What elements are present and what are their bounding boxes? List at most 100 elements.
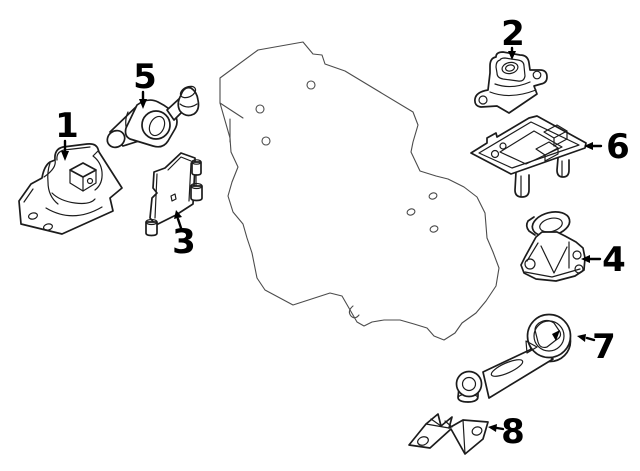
callout-7-arrow bbox=[585, 336, 596, 342]
detail-line bbox=[444, 420, 453, 428]
part-5-ring bbox=[141, 110, 171, 140]
part-1-silhouette bbox=[18, 143, 123, 235]
stub-cap bbox=[191, 159, 202, 165]
detail-line bbox=[188, 162, 192, 202]
callout-2-label: 2 bbox=[501, 14, 525, 54]
bolt-hole bbox=[406, 208, 416, 216]
detail-line bbox=[425, 423, 450, 429]
bracket-hole bbox=[417, 436, 429, 446]
detail-line bbox=[69, 169, 84, 192]
part-2-core bbox=[501, 61, 519, 75]
part-2-top-ring bbox=[495, 57, 526, 82]
callout-3-arrow bbox=[176, 217, 183, 230]
callout-3: 3 bbox=[172, 210, 196, 262]
detail-line bbox=[92, 150, 103, 191]
rotor-notch bbox=[552, 330, 560, 341]
detail-line bbox=[489, 89, 537, 97]
callout-7-label: 7 bbox=[592, 327, 616, 367]
bolt-hole bbox=[306, 80, 316, 90]
part-5-torque-rod-insulator bbox=[106, 85, 200, 149]
part-7-torque-rod bbox=[455, 313, 572, 403]
detail-line bbox=[430, 418, 442, 427]
engine-outline-path bbox=[219, 41, 500, 341]
plate-slot bbox=[170, 193, 177, 202]
ear-hole bbox=[478, 95, 488, 105]
part-6-inner-rim bbox=[478, 121, 580, 169]
callout-2: 2 bbox=[501, 14, 525, 60]
bolt-hole bbox=[255, 104, 265, 114]
detail-line bbox=[82, 169, 97, 192]
part-7-rotor bbox=[534, 319, 562, 349]
detail-line bbox=[179, 103, 198, 108]
part-2-core-bore bbox=[504, 64, 516, 72]
stud-hole bbox=[86, 177, 94, 185]
rim-hole bbox=[499, 142, 507, 150]
bracket-hole bbox=[572, 250, 582, 260]
callout-4: 4 bbox=[581, 240, 626, 280]
detail-line bbox=[462, 419, 466, 455]
detail-line bbox=[45, 206, 103, 217]
part-7-arm-slot bbox=[490, 359, 524, 377]
callout-1: 1 bbox=[55, 106, 79, 161]
fishtail-joint bbox=[525, 340, 538, 354]
detail-line bbox=[167, 156, 192, 171]
callout-7: 7 bbox=[577, 327, 616, 367]
part-5-ring-bore bbox=[148, 115, 166, 137]
part-1-engine-mount bbox=[18, 143, 123, 235]
part-3-stub bbox=[190, 185, 203, 202]
bolt-hole bbox=[429, 225, 439, 233]
callout-8-arrow bbox=[495, 426, 505, 431]
part-6-rim bbox=[470, 115, 587, 175]
base-hole bbox=[42, 223, 54, 231]
callout-5: 5 bbox=[133, 57, 157, 109]
engine-outline-detail bbox=[348, 305, 360, 319]
callout-6-label: 6 bbox=[606, 127, 630, 167]
detail-line bbox=[23, 188, 34, 203]
stub-cap bbox=[190, 182, 203, 190]
part-8-plate bbox=[408, 413, 489, 455]
part-3-mount-bracket bbox=[145, 152, 203, 237]
callout-7-arrowhead bbox=[577, 334, 586, 342]
bolt-hole bbox=[428, 192, 438, 200]
base-hole bbox=[27, 212, 39, 220]
detail-line bbox=[544, 147, 559, 162]
callout-8-arrowhead bbox=[488, 424, 497, 432]
detail-line bbox=[526, 242, 539, 262]
ear-hole bbox=[532, 70, 542, 80]
detail-line bbox=[154, 173, 158, 219]
callout-8: 8 bbox=[488, 412, 525, 452]
bracket-hole bbox=[471, 426, 483, 436]
part-5-bushing-cap bbox=[179, 85, 197, 99]
callout-2-arrowhead bbox=[508, 51, 516, 60]
part-5-end-cap bbox=[106, 129, 126, 149]
stub-cap bbox=[145, 218, 158, 226]
detail-line bbox=[47, 162, 59, 205]
part-8-support-bracket bbox=[408, 413, 489, 455]
detail-line bbox=[43, 159, 56, 178]
part-6-leg bbox=[514, 171, 530, 198]
engine-outline-detail bbox=[219, 102, 244, 119]
callout-3-arrowhead bbox=[174, 210, 182, 219]
part-4-body bbox=[520, 231, 586, 282]
part-6-floor bbox=[499, 130, 563, 165]
bracket-hole bbox=[524, 258, 536, 270]
callout-6-arrowhead bbox=[584, 142, 593, 150]
callout-5-arrowhead bbox=[139, 99, 147, 109]
part-7-small-end bbox=[455, 370, 483, 398]
rim-hole bbox=[490, 149, 500, 159]
bracket-hole bbox=[574, 264, 584, 274]
callout-5-label: 5 bbox=[133, 57, 157, 97]
callout-1-arrowhead bbox=[61, 151, 69, 161]
part-7-small-end-bore bbox=[461, 376, 477, 392]
part-6-leg bbox=[556, 157, 570, 178]
callout-4-label: 4 bbox=[602, 240, 626, 280]
callout-6: 6 bbox=[584, 127, 630, 167]
part-4-mount-bracket bbox=[520, 211, 586, 282]
part-2-engine-mount bbox=[474, 51, 548, 114]
bolt-hole bbox=[261, 136, 271, 146]
callout-4-arrowhead bbox=[581, 255, 590, 263]
detail-line bbox=[51, 192, 96, 205]
callout-1-label: 1 bbox=[55, 106, 79, 146]
